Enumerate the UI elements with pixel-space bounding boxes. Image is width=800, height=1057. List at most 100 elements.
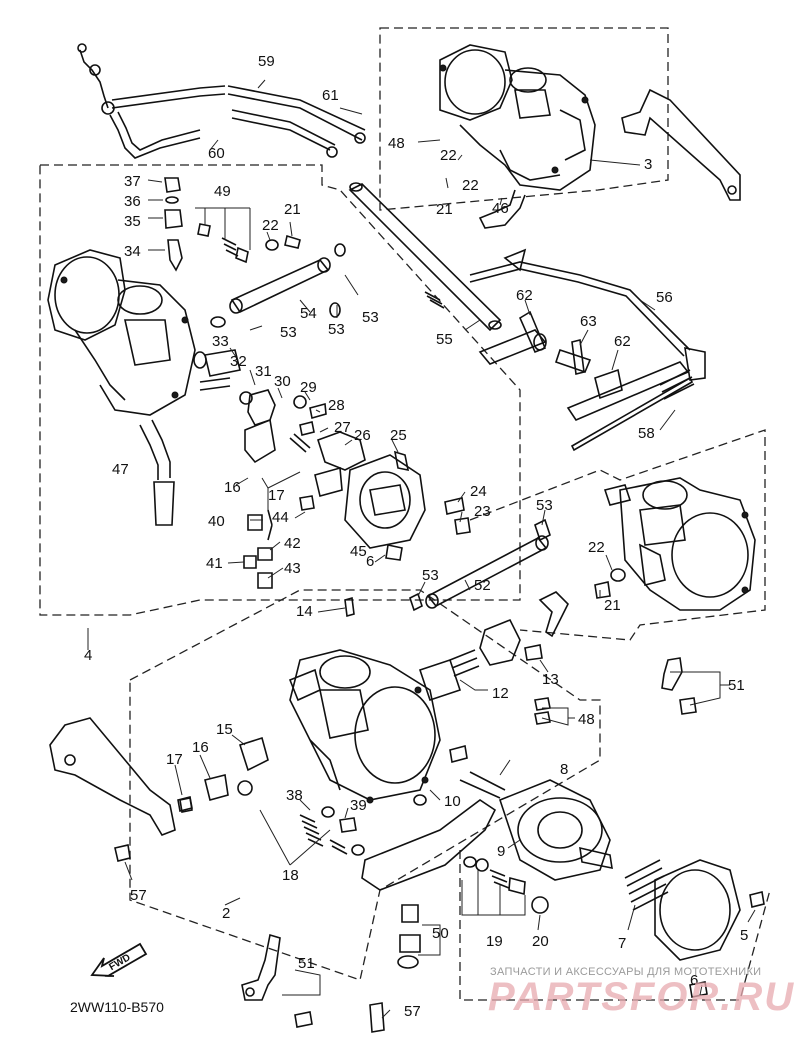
throttle-linkage-parts <box>193 349 410 497</box>
callout-21: 21 <box>436 201 453 218</box>
callout-48: 48 <box>388 135 405 152</box>
callout-43: 43 <box>284 560 301 577</box>
callout-58: 58 <box>638 425 655 442</box>
callout-50: 50 <box>432 925 449 942</box>
callout-33: 33 <box>212 333 229 350</box>
callout-27: 27 <box>334 419 351 436</box>
callout-7: 7 <box>618 935 626 952</box>
callout-62: 62 <box>516 287 533 304</box>
callout-32: 32 <box>230 353 247 370</box>
callout-53: 53 <box>280 324 297 341</box>
callout-34: 34 <box>124 243 141 260</box>
callout-13: 13 <box>542 671 559 688</box>
fuel-joint-52 <box>409 518 551 612</box>
callout-53: 53 <box>422 567 439 584</box>
fuel-joints-left <box>210 243 346 328</box>
callout-18: 18 <box>282 867 299 884</box>
diagram-code: 2WW110-B570 <box>70 999 164 1015</box>
callout-39: 39 <box>350 797 367 814</box>
callout-10: 10 <box>444 793 461 810</box>
outline-diaphragm <box>459 850 771 1001</box>
callout-16: 16 <box>224 479 241 496</box>
callout-23: 23 <box>474 503 491 520</box>
callout-19: 19 <box>486 933 503 950</box>
callout-22: 22 <box>588 539 605 556</box>
callout-44: 44 <box>272 509 289 526</box>
carburetor-3 <box>439 44 596 229</box>
bracket-51-right <box>661 657 697 715</box>
callout-46: 46 <box>492 200 509 217</box>
callout-numbers: 61 59 60 48 22 22 21 46 3 37 36 35 34 49… <box>84 53 748 1020</box>
leader-lines <box>87 79 756 1019</box>
callout-61: 61 <box>322 87 339 104</box>
callout-17: 17 <box>166 751 183 768</box>
outline-carb-2 <box>129 589 601 981</box>
assembly-outlines <box>39 27 771 1001</box>
callout-14: 14 <box>296 603 313 620</box>
callout-15: 15 <box>216 721 233 738</box>
callout-36: 36 <box>124 193 141 210</box>
callout-38: 38 <box>286 787 303 804</box>
callout-41: 41 <box>206 555 223 572</box>
callout-22: 22 <box>440 147 457 164</box>
watermark-brand: PARTSFOR.RU <box>488 975 795 1019</box>
outline-carb-4 <box>39 164 521 616</box>
carburetor-4 <box>47 249 196 416</box>
bracket-51-lower <box>241 933 385 1033</box>
callout-57: 57 <box>404 1003 421 1020</box>
callout-28: 28 <box>328 397 345 414</box>
callout-16: 16 <box>192 739 209 756</box>
fwd-arrow: FWD <box>90 942 148 977</box>
diaphragm-cover-45 <box>299 454 471 561</box>
diaphragm-spring-cover <box>624 859 765 998</box>
callout-52: 52 <box>474 577 491 594</box>
callout-30: 30 <box>274 373 291 390</box>
callout-21: 21 <box>604 597 621 614</box>
callout-60: 60 <box>208 145 225 162</box>
carburetor-right <box>594 477 756 611</box>
callout-55: 55 <box>436 331 453 348</box>
callout-40: 40 <box>208 513 225 530</box>
callout-45: 45 <box>350 543 367 560</box>
callout-51: 51 <box>298 955 315 972</box>
small-parts-19-20 <box>463 856 549 914</box>
callout-4: 4 <box>84 647 92 664</box>
callout-51: 51 <box>728 677 745 694</box>
bracket-top-right <box>621 88 741 201</box>
callout-22: 22 <box>262 217 279 234</box>
callout-6: 6 <box>690 972 698 989</box>
callout-35: 35 <box>124 213 141 230</box>
callout-9: 9 <box>497 843 505 860</box>
callout-37: 37 <box>124 173 141 190</box>
callout-59: 59 <box>258 53 275 70</box>
callout-49: 49 <box>214 183 231 200</box>
throttle-rod-55 <box>348 182 502 332</box>
callout-31: 31 <box>255 363 272 380</box>
callout-25: 25 <box>390 427 407 444</box>
linkage-15-17-lower <box>177 736 269 812</box>
callout-54: 54 <box>300 305 317 322</box>
callout-17: 17 <box>268 487 285 504</box>
small-parts-40-44 <box>243 509 273 589</box>
bracket-lower-left <box>49 717 193 862</box>
spring-parts-18 <box>299 806 365 856</box>
callout-24: 24 <box>470 483 487 500</box>
bracket-10 <box>361 794 497 969</box>
callout-21: 21 <box>284 201 301 218</box>
callout-12: 12 <box>492 685 509 702</box>
callout-42: 42 <box>284 535 301 552</box>
callout-57: 57 <box>130 887 147 904</box>
callout-26: 26 <box>354 427 371 444</box>
callout-2: 2 <box>222 905 230 922</box>
callout-22: 22 <box>462 177 479 194</box>
callout-5: 5 <box>740 927 748 944</box>
callout-29: 29 <box>300 379 317 396</box>
callout-6: 6 <box>366 553 374 570</box>
fuel-hose-assembly <box>77 43 366 159</box>
callout-53: 53 <box>536 497 553 514</box>
callout-3: 3 <box>644 156 652 173</box>
callout-63: 63 <box>580 313 597 330</box>
throttle-stop-12-13 <box>344 591 569 725</box>
callout-48: 48 <box>578 711 595 728</box>
